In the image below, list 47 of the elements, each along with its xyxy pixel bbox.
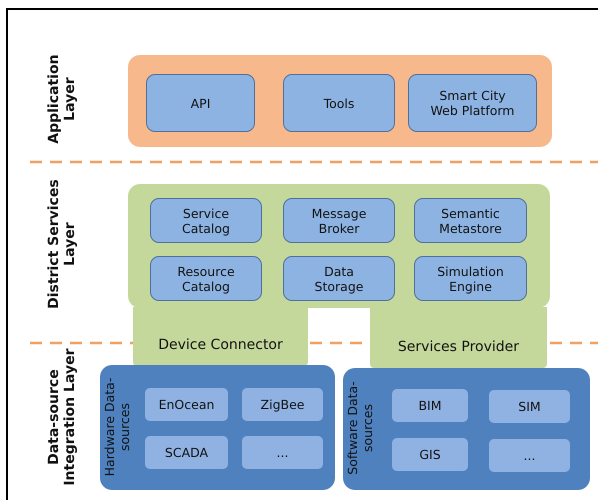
box-label: Service Catalog: [180, 206, 231, 236]
box-label: Smart City Web Platform: [430, 88, 516, 118]
box-label: Services Provider: [398, 339, 520, 356]
layer-label: District Services Layer: [46, 179, 78, 310]
component-box: [414, 256, 527, 301]
box-label: SIM: [518, 399, 541, 414]
box-label: Resource Catalog: [176, 264, 236, 294]
source-group-panel: [100, 365, 335, 490]
source-box: [489, 390, 570, 423]
layer-label: Application Layer: [46, 53, 78, 146]
box-label: API: [190, 96, 210, 110]
source-box: [242, 436, 323, 469]
box-label: EnOcean: [158, 397, 214, 412]
box-label: Simulation Engine: [436, 264, 505, 294]
box-label: ...: [276, 445, 288, 460]
component-box: [150, 198, 262, 243]
box-label: SCADA: [164, 445, 208, 460]
box-label: Semantic Metastore: [438, 206, 503, 236]
connector-block: [370, 307, 547, 368]
layer-label: Data-source Integration Layer: [46, 348, 78, 488]
source-box: [489, 439, 570, 472]
component-box: [283, 256, 395, 301]
component-box: [150, 256, 262, 301]
layer-panel: [128, 55, 552, 147]
source-box: [392, 438, 468, 471]
component-box: [414, 198, 527, 243]
connector-block: [133, 307, 308, 366]
group-heading: Software Data-sources: [345, 380, 375, 477]
group-heading: Hardware Data-sources: [102, 376, 132, 476]
component-box: [146, 74, 255, 132]
source-box: [242, 388, 323, 421]
layer-panel: [128, 184, 550, 308]
box-label: ZigBee: [260, 397, 304, 412]
component-box: [283, 198, 395, 243]
box-label: ...: [524, 448, 536, 463]
box-label: GIS: [419, 447, 441, 462]
source-group-panel: [343, 368, 590, 490]
box-label: Tools: [324, 96, 354, 110]
box-label: Device Connector: [158, 337, 283, 354]
box-label: Data Storage: [314, 264, 364, 294]
source-box: [145, 388, 228, 421]
box-label: BIM: [418, 398, 442, 413]
box-label: Message Broker: [310, 206, 368, 236]
source-box: [392, 389, 468, 422]
component-box: [408, 74, 537, 132]
source-box: [145, 436, 228, 469]
component-box: [283, 74, 395, 132]
